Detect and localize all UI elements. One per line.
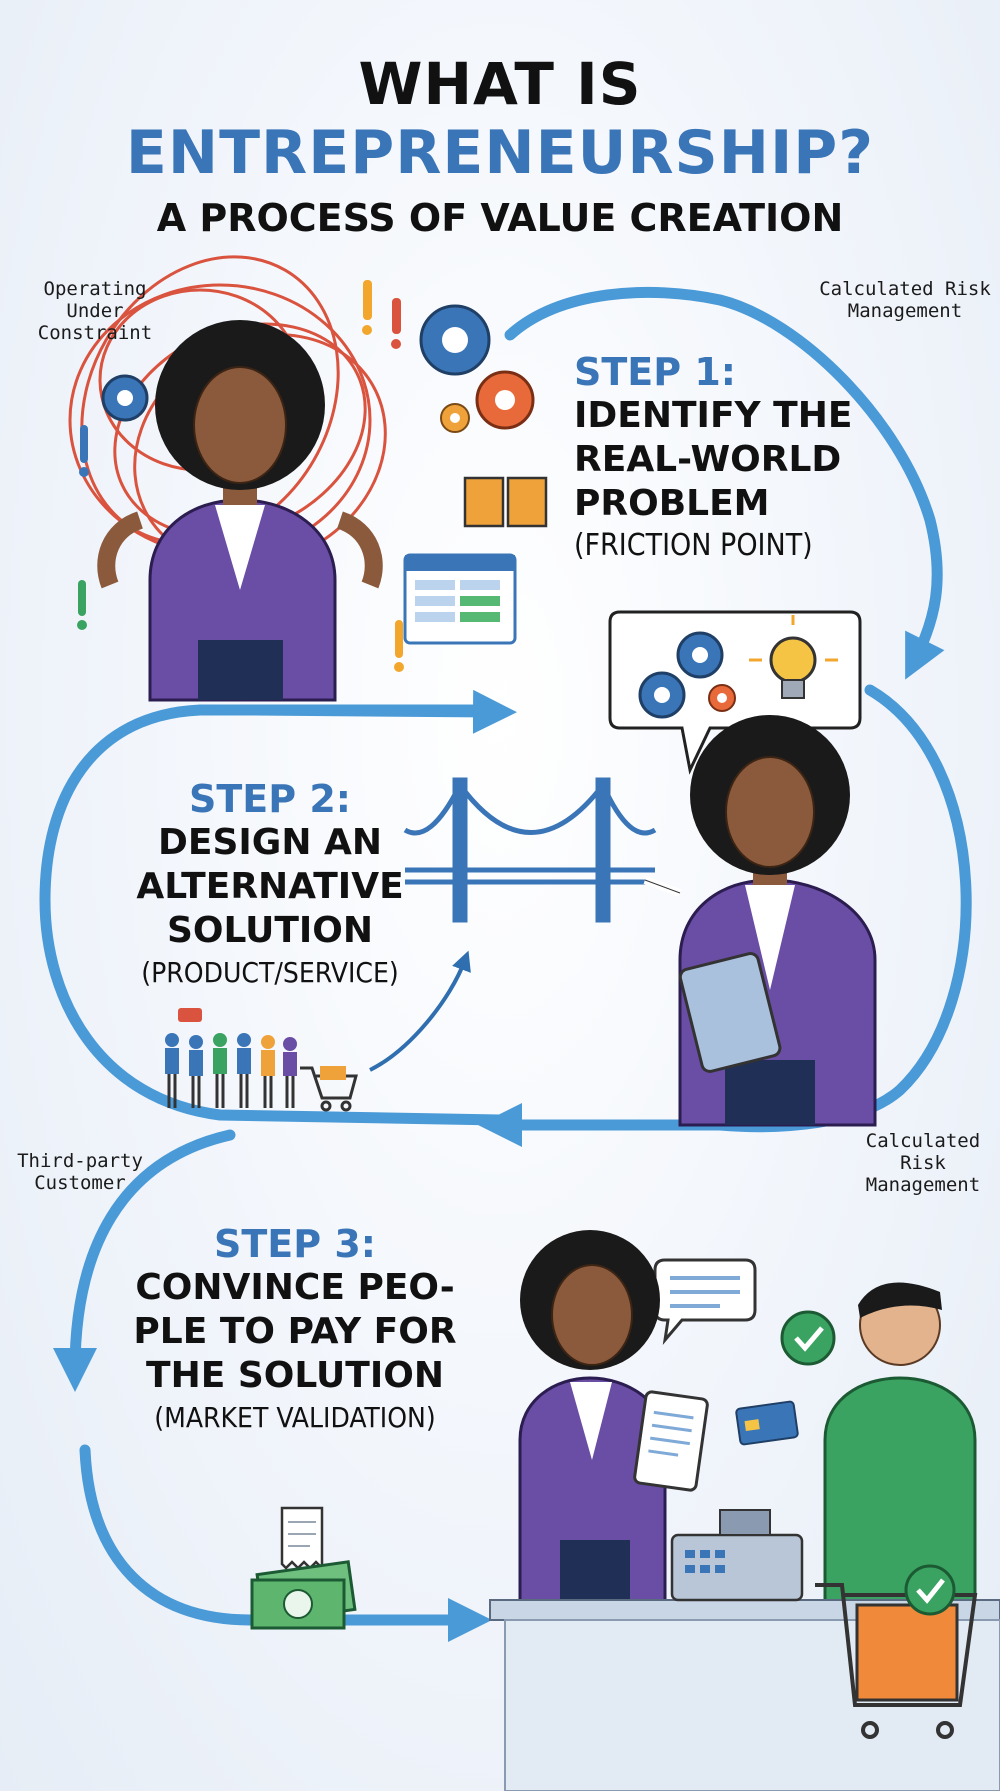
shopping-cart-icon	[300, 1066, 358, 1112]
receipt-icon	[280, 1506, 324, 1572]
credit-card-icon	[735, 1400, 799, 1446]
step-3-title: CONVINCE PEO- PLE TO PAY FOR THE SOLUTIO…	[133, 1267, 457, 1396]
gear-icon	[708, 684, 736, 712]
cash-register-icon	[670, 1509, 804, 1602]
flow-arrow-to-center	[244, 689, 517, 734]
flow-arrow-top	[504, 286, 945, 680]
person-woman-step3	[518, 1230, 667, 1622]
step-2-number: STEP 2:	[189, 777, 351, 821]
gear-icon	[475, 370, 535, 430]
gear-icon	[101, 374, 149, 422]
subtitle: A PROCESS OF VALUE CREATION	[156, 196, 844, 240]
title-line-1: WHAT IS	[358, 50, 642, 118]
shopping-cart-icon	[815, 1583, 978, 1739]
speech-bubble-icon	[653, 1258, 757, 1345]
cash-icon	[250, 1560, 357, 1630]
checkmark-icon	[780, 1310, 836, 1366]
step-1-subtitle: (FRICTION POINT)	[574, 528, 813, 563]
queue-people	[165, 1008, 297, 1108]
gear-icon	[638, 671, 686, 719]
flow-arrow-bottom	[79, 1444, 492, 1642]
spreadsheet-icon	[403, 553, 517, 645]
step-2-title: DESIGN AN ALTERNATIVE SOLUTION	[136, 822, 404, 951]
step-1-title: IDENTIFY THE REAL-WORLD PROBLEM	[574, 395, 853, 524]
lightbulb-icon	[749, 615, 838, 699]
broken-box-icon	[463, 476, 548, 528]
person-woman-step1	[97, 320, 383, 702]
gear-icon	[419, 304, 491, 376]
step-1-number: STEP 1:	[574, 350, 736, 394]
step-2-subtitle: (PRODUCT/SERVICE)	[141, 956, 399, 989]
tablet-icon	[678, 952, 782, 1073]
gear-icon	[440, 403, 470, 433]
bridge-icon	[403, 777, 657, 923]
pen-icon	[643, 876, 682, 897]
person-woman-step2	[678, 715, 877, 1127]
step-3-subtitle: (MARKET VALIDATION)	[154, 1401, 436, 1434]
gear-icon	[676, 631, 724, 679]
side-label-calculated-risk-mid: Calculated Risk Management	[865, 1130, 981, 1196]
flow-arrow-bottom-loop	[53, 1129, 236, 1392]
person-man-customer	[823, 1282, 977, 1622]
side-label-third-party-customer: Third-party Customer	[17, 1150, 143, 1194]
exclamation-icon	[77, 280, 404, 672]
flow-arrow-right-to-step2	[39, 704, 506, 1126]
step-3: STEP 3: CONVINCE PEO- PLE TO PAY FOR THE…	[120, 1222, 470, 1438]
step-3-number: STEP 3:	[214, 1222, 376, 1266]
checkmark-icon	[904, 1564, 956, 1616]
arrow-to-bridge	[369, 950, 471, 1072]
side-label-calculated-risk-top: Calculated Risk Management	[819, 278, 991, 322]
title-line-2: ENTREPRENEURSHIP?	[125, 118, 875, 188]
side-label-operating-under-constraint: Operating Under Constraint	[37, 278, 153, 344]
step-1: STEP 1: IDENTIFY THE REAL-WORLD PROBLEM …	[574, 350, 874, 566]
step-2: STEP 2: DESIGN AN ALTERNATIVE SOLUTION (…	[125, 777, 415, 993]
tablet-icon	[633, 1390, 709, 1492]
